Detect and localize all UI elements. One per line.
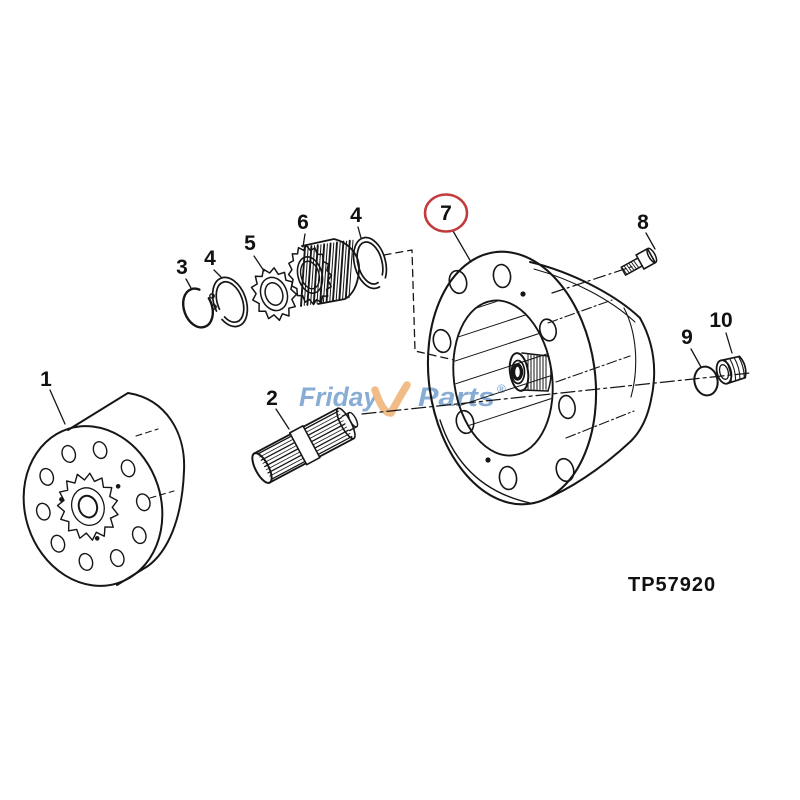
bolt-locating-line xyxy=(551,265,635,294)
fridayparts-watermark: Friday Parts ® xyxy=(299,381,506,417)
part-7-hub-flange xyxy=(426,250,656,506)
part-5-bearing-cone xyxy=(250,267,298,322)
hub-thread-lines xyxy=(527,354,547,391)
callout-7-label: 7 xyxy=(440,202,452,225)
axis-centerline xyxy=(361,372,751,415)
diagram-code: TP57920 xyxy=(628,574,716,596)
flange-hub-boss xyxy=(508,352,552,392)
part-4-retaining-ring-rear xyxy=(352,236,388,290)
callout-labels: 1 2 3 4 5 6 4 7 8 9 10 xyxy=(40,202,733,410)
part-6-planet-gear xyxy=(287,238,360,307)
bolt-thread-lines xyxy=(621,259,640,276)
callout-9-label: 9 xyxy=(681,326,693,349)
callout-2-label: 2 xyxy=(266,387,278,410)
carrier-bolt-holes xyxy=(35,441,151,571)
part-4-retaining-ring-front xyxy=(211,276,249,328)
part-2-splined-shaft xyxy=(251,407,359,484)
registered-trademark-symbol: ® xyxy=(497,382,506,396)
part-10-plug xyxy=(715,355,747,385)
carrier-planet-gear xyxy=(56,472,119,541)
callout-4b-label: 4 xyxy=(350,204,362,227)
callout-8-label: 8 xyxy=(637,211,649,234)
callout-leader-lines xyxy=(49,226,733,430)
check-swoosh-icon xyxy=(371,381,411,417)
callout-6-label: 6 xyxy=(297,211,309,234)
highlight-circle-callout-7 xyxy=(423,193,469,233)
part-9-o-ring xyxy=(693,365,719,397)
callout-10-label: 10 xyxy=(709,309,732,332)
watermark-first-word: Friday xyxy=(299,382,380,412)
part-8-cap-screw xyxy=(620,247,658,276)
flange-bolt-holes xyxy=(432,263,576,491)
callout-4a-label: 4 xyxy=(204,247,216,270)
witness-bracket-dashed-line xyxy=(383,249,455,361)
part-1-carrier xyxy=(22,392,186,587)
callout-1-label: 1 xyxy=(40,368,52,391)
shaft-spline-lines xyxy=(257,410,353,480)
callout-3-label: 3 xyxy=(176,256,188,279)
callout-5-label: 5 xyxy=(244,232,256,255)
